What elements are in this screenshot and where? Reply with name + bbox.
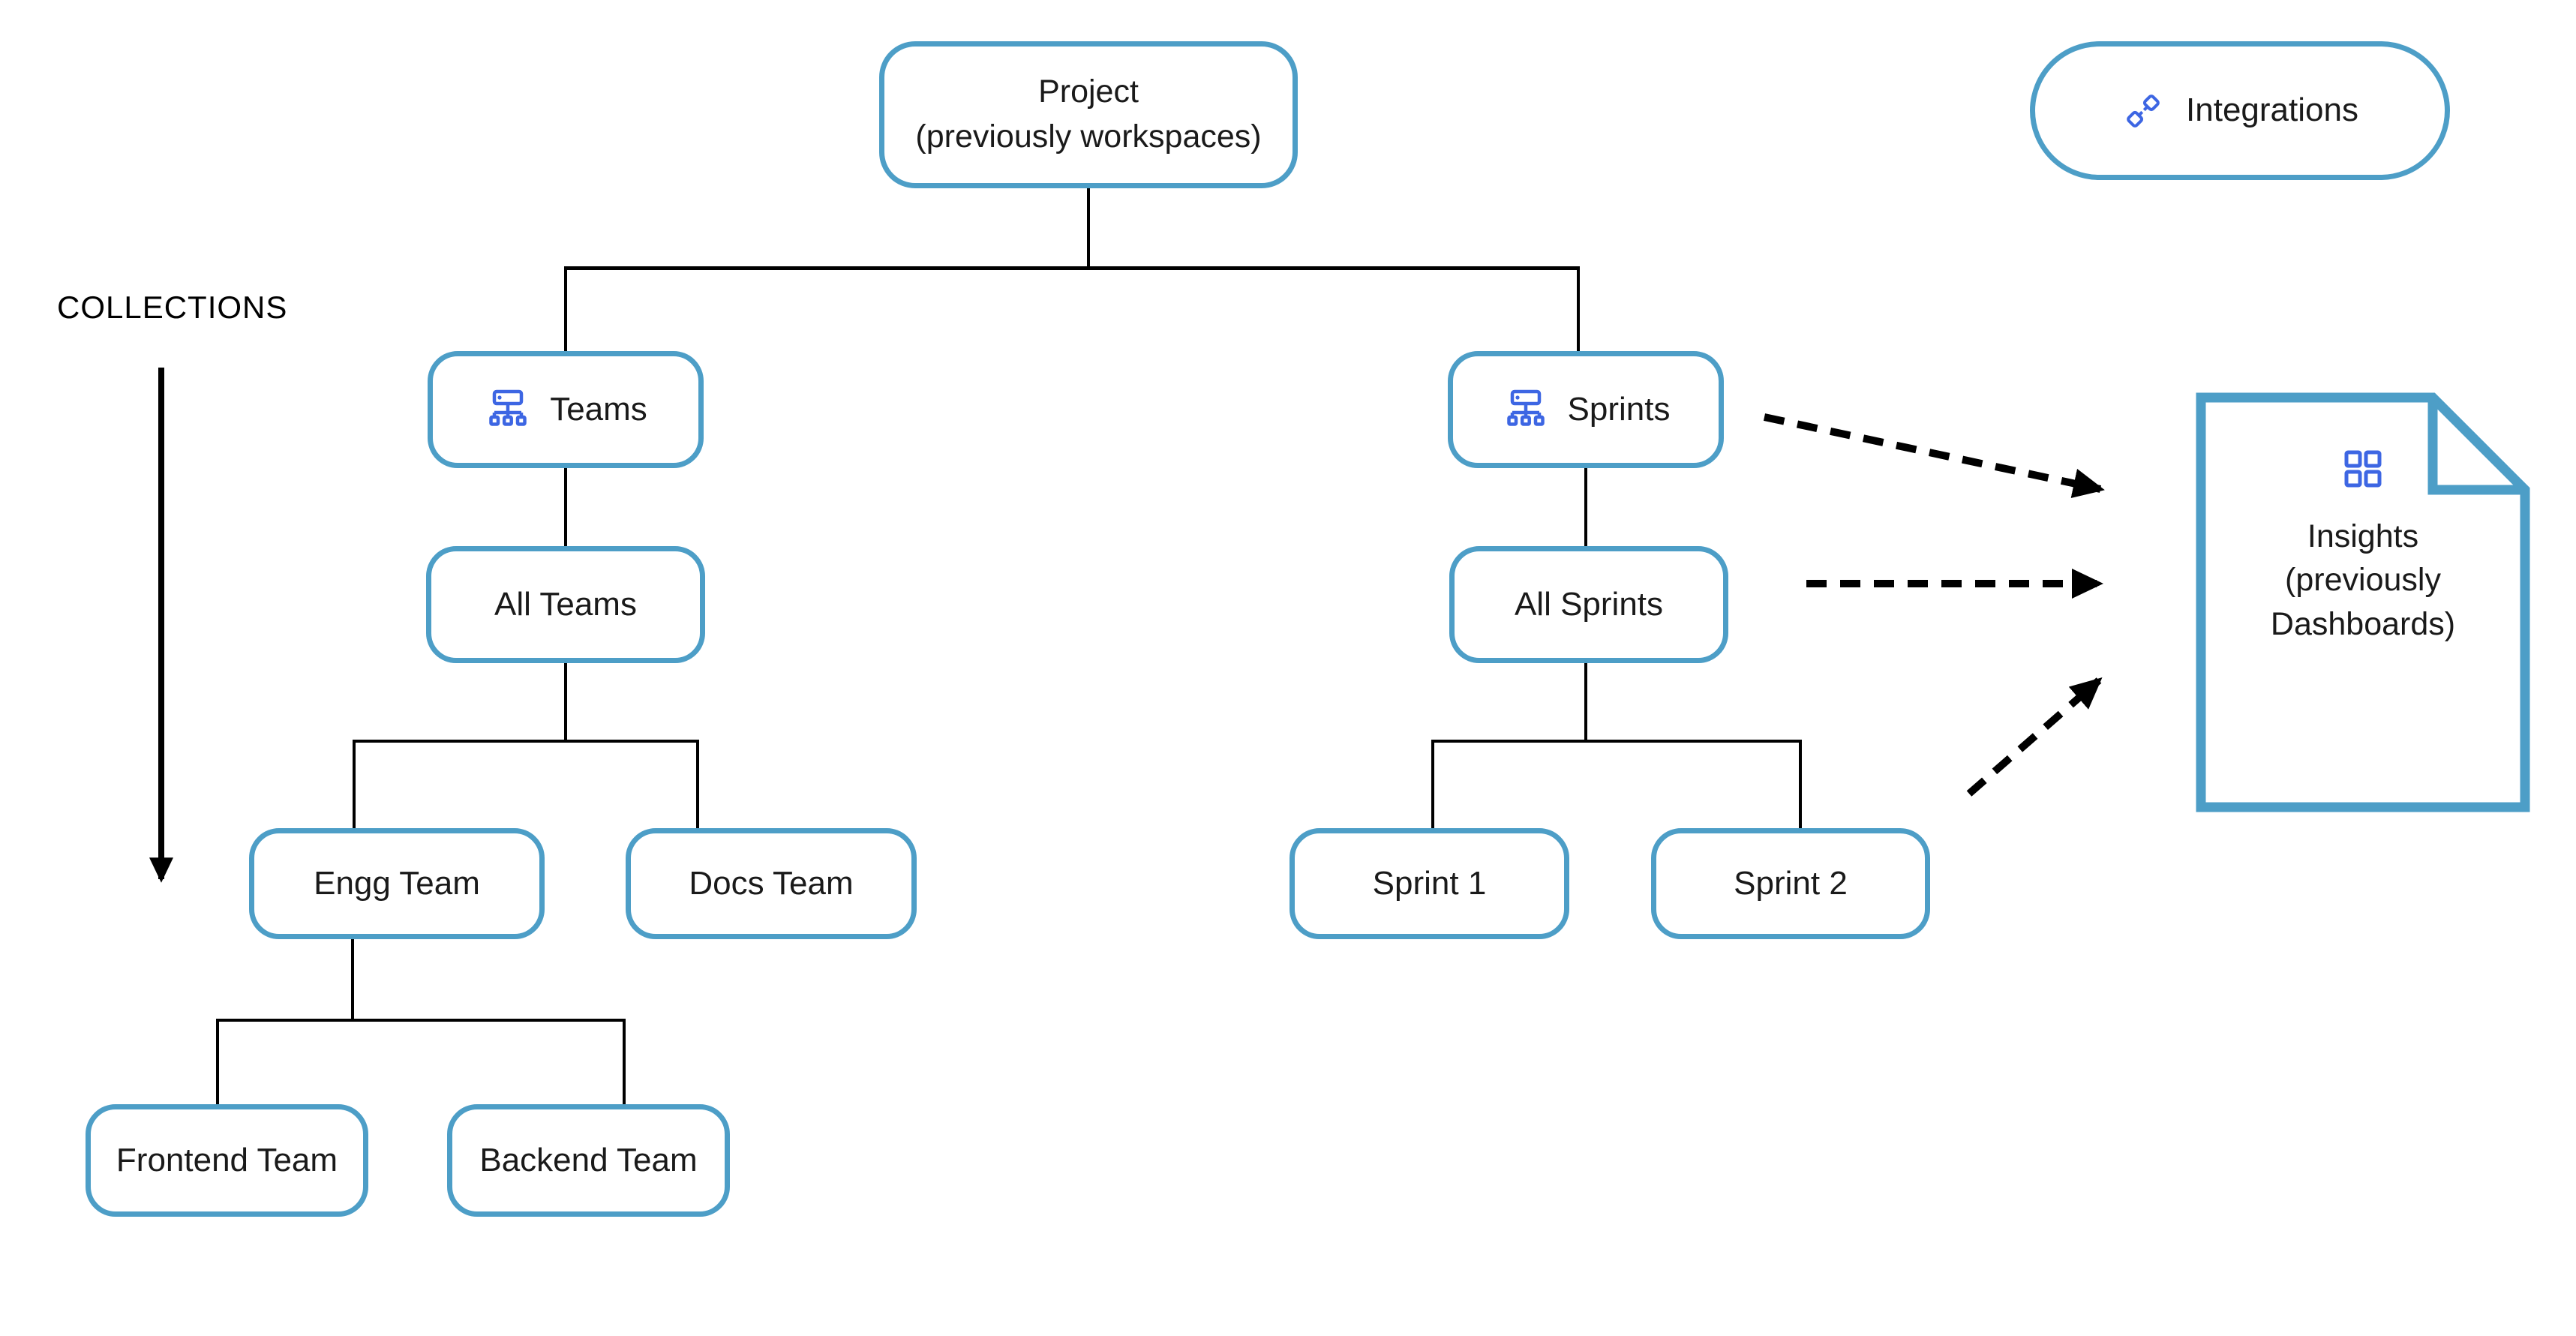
node-project: Project (previously workspaces) <box>879 41 1298 188</box>
sprints-label: Sprints <box>1567 390 1671 428</box>
dashed-arrow-lower-to-insights <box>1966 677 2103 797</box>
connector-engg-children-horizontal <box>216 1019 626 1022</box>
connector-sprints-allsprints <box>1584 468 1587 546</box>
integrations-label: Integrations <box>2186 92 2358 129</box>
collections-label: COLLECTIONS <box>57 290 288 325</box>
engg-team-label: Engg Team <box>314 864 480 902</box>
node-engg-team: Engg Team <box>249 828 545 939</box>
sprint-2-label: Sprint 2 <box>1734 864 1848 902</box>
node-frontend-team: Frontend Team <box>86 1104 368 1217</box>
backend-team-label: Backend Team <box>479 1141 698 1178</box>
document-shape <box>2196 392 2530 812</box>
insights-title: Insights <box>2307 518 2419 554</box>
org-chart-icon <box>484 386 532 434</box>
node-docs-team: Docs Team <box>626 828 917 939</box>
all-sprints-label: All Sprints <box>1514 585 1664 623</box>
connector-engg-drop <box>353 740 356 828</box>
connector-project-down <box>1087 188 1090 268</box>
node-sprint-2: Sprint 2 <box>1651 828 1930 939</box>
node-insights-document: Insights (previously Dashboards) <box>2196 392 2530 812</box>
connector-sprint2-drop <box>1799 740 1802 828</box>
connector-sprints-drop <box>1577 266 1580 351</box>
frontend-team-label: Frontend Team <box>116 1141 338 1178</box>
connector-teams-children-horizontal <box>353 740 699 743</box>
connector-sprint1-drop <box>1431 740 1434 828</box>
node-all-sprints: All Sprints <box>1449 546 1728 663</box>
node-sprint-1: Sprint 1 <box>1290 828 1569 939</box>
node-teams: Teams <box>428 351 704 468</box>
node-backend-team: Backend Team <box>447 1104 730 1217</box>
teams-label: Teams <box>550 390 647 428</box>
dashed-arrow-sprints-to-insights <box>1763 413 2105 499</box>
node-sprints: Sprints <box>1448 351 1724 468</box>
node-all-teams: All Teams <box>426 546 705 663</box>
insights-subtitle-line1: (previously <box>2285 562 2441 599</box>
insights-text: Insights (previously Dashboards) <box>2196 515 2530 646</box>
connector-teams-allteams <box>564 468 567 546</box>
connector-backend-drop <box>623 1019 626 1104</box>
docs-team-label: Docs Team <box>689 864 854 902</box>
connector-engg-down <box>351 938 354 1022</box>
node-integrations: Integrations <box>2030 41 2450 180</box>
connector-frontend-drop <box>216 1019 219 1104</box>
plug-icon <box>2121 89 2165 133</box>
connector-sprints-children-horizontal <box>1431 740 1802 743</box>
insights-subtitle-line2: Dashboards) <box>2270 605 2456 642</box>
project-title: Project <box>1038 74 1139 110</box>
connector-level1-horizontal <box>564 266 1580 270</box>
dashboard-grid-icon <box>2339 445 2387 493</box>
connector-teams-drop <box>564 266 567 351</box>
connector-allteams-down <box>564 662 567 741</box>
connector-allsprints-down <box>1584 662 1587 741</box>
sprint-1-label: Sprint 1 <box>1372 864 1487 902</box>
all-teams-label: All Teams <box>494 585 637 623</box>
project-subtitle: (previously workspaces) <box>915 119 1262 155</box>
org-chart-icon <box>1502 386 1550 434</box>
connector-docs-drop <box>696 740 699 828</box>
